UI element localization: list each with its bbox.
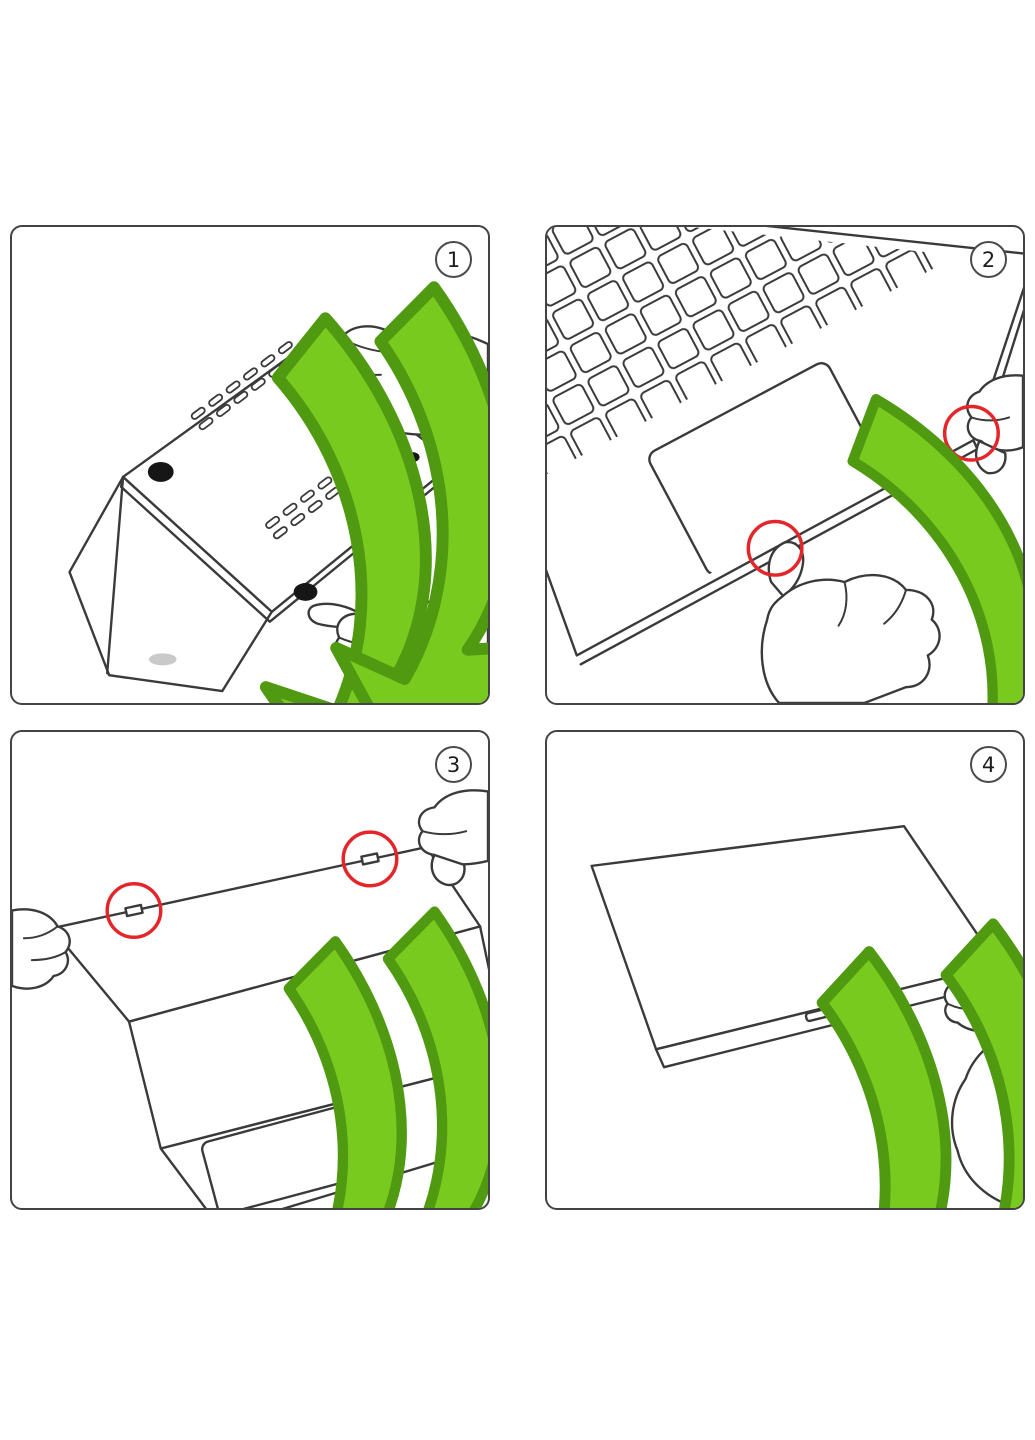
hand-pinching-cover-corner (417, 789, 488, 887)
laptop-keyboard-deck (547, 227, 1023, 666)
step-number-badge: 3 (435, 746, 472, 783)
illustration-step-1 (68, 279, 488, 703)
clip-highlight-circle (341, 830, 399, 888)
closed-laptop-with-case (590, 825, 1007, 1069)
clip-tab (360, 852, 380, 866)
thumb (430, 853, 466, 887)
step-panel-3: 3 (10, 730, 490, 1210)
step-panel-1: 1 (10, 225, 490, 705)
hand-holding-left-edge (12, 908, 71, 990)
illustration-step-3 (12, 789, 488, 1208)
rubber-foot (147, 462, 174, 482)
vent-grille (190, 341, 301, 431)
hard-case-top-cover (50, 845, 482, 1023)
step-number-badge: 2 (970, 241, 1007, 278)
step-number-badge: 4 (970, 746, 1007, 783)
step-number: 4 (981, 752, 996, 777)
illustration-step-2 (547, 227, 1023, 703)
step-number: 3 (446, 752, 461, 777)
hand-pressing-front-edge (760, 540, 941, 703)
clip-highlight-circle (746, 519, 804, 577)
step-number: 2 (981, 247, 996, 272)
illustration-step-4 (590, 825, 1023, 1208)
clip-highlight-circle (942, 404, 1000, 462)
clip-highlight-circle (105, 881, 163, 940)
hinge-slot (148, 653, 177, 666)
step-panel-2: 2 (545, 225, 1025, 705)
clip-tab (124, 903, 144, 918)
thumb (974, 440, 1007, 475)
step-number-badge: 1 (435, 241, 472, 278)
hand-pinching-right-edge (966, 374, 1023, 475)
step-number: 1 (446, 247, 461, 272)
step-panel-4: 4 (545, 730, 1025, 1210)
rubber-foot (293, 583, 318, 601)
